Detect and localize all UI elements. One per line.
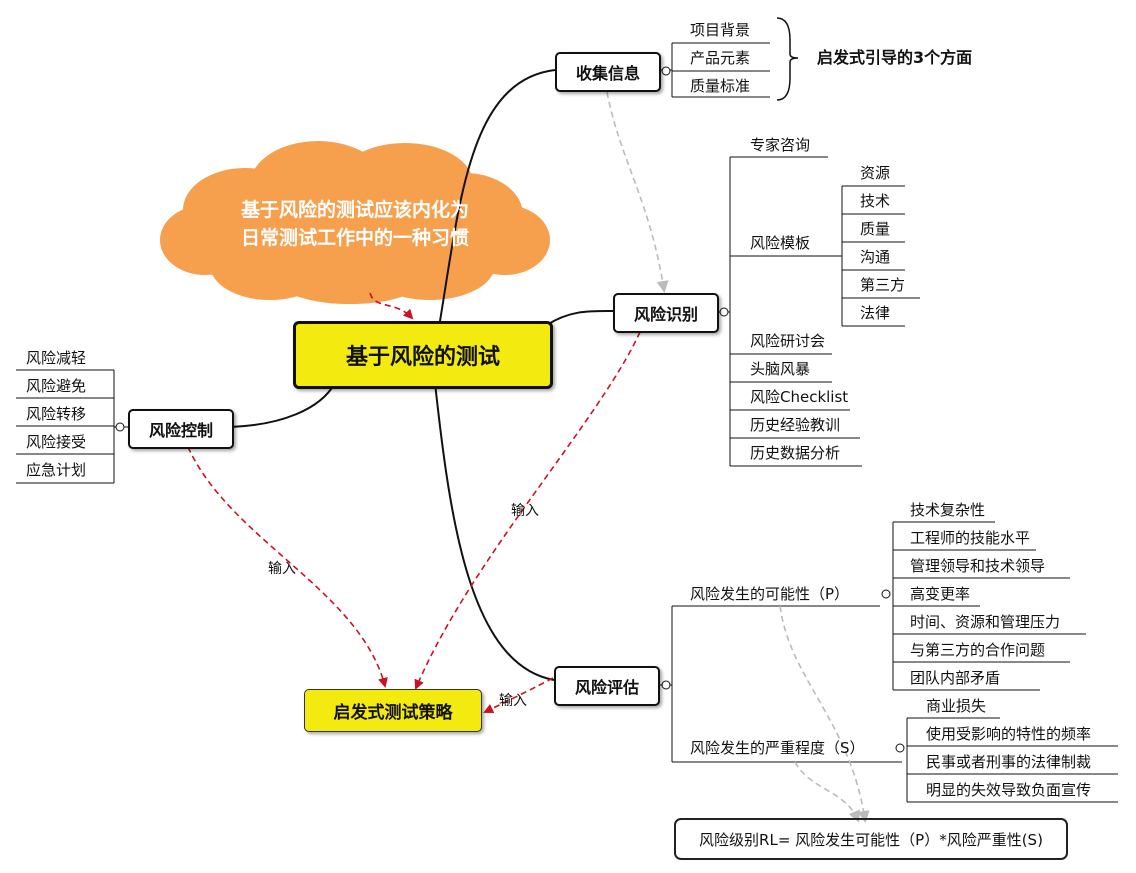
central-topic[interactable]: 基于风险的测试 — [293, 321, 553, 389]
brace-label: 启发式引导的3个方面 — [817, 48, 973, 67]
probability-to-formula-arrow — [779, 605, 870, 823]
severity-item-4: 明显的失效导致负面宣传 — [926, 781, 1092, 799]
template-item-2: 技术 — [860, 192, 891, 210]
risk-control-node[interactable]: 风险控制 — [128, 409, 234, 449]
heuristic-strategy-node[interactable]: 启发式测试策略 — [304, 689, 482, 732]
probability-item-4: 高变更率 — [910, 585, 971, 603]
cloud-to-central-arrow — [369, 292, 414, 320]
identify-item-6: 历史经验教训 — [750, 416, 841, 434]
collect-info-node[interactable]: 收集信息 — [555, 52, 661, 92]
edge-label-control-input: 输入 — [268, 561, 296, 577]
severity-label: 风险发生的严重程度（S） — [690, 739, 865, 757]
template-item-4: 沟通 — [860, 248, 891, 266]
risk-assess-node[interactable]: 风险评估 — [554, 666, 660, 706]
identify-item-4: 头脑风暴 — [750, 360, 811, 378]
risk-level-formula: 风险级别RL= 风险发生可能性（P）*风险严重性(S) — [674, 818, 1068, 860]
identify-item-2: 风险模板 — [750, 234, 811, 252]
control-to-strategy-arrow — [187, 446, 388, 688]
identify-item-7: 历史数据分析 — [750, 444, 841, 462]
collect-item-1: 项目背景 — [690, 21, 751, 39]
template-item-6: 法律 — [860, 304, 891, 322]
identify-item-5: 风险Checklist — [750, 388, 849, 406]
branch-to-identify — [546, 309, 614, 326]
collect-item-2: 产品元素 — [690, 49, 751, 67]
identify-to-strategy-arrow — [414, 331, 641, 690]
control-item-4: 风险接受 — [26, 433, 87, 451]
identify-item-1: 专家咨询 — [750, 136, 811, 154]
severity-to-formula-arrow — [794, 761, 860, 823]
template-item-5: 第三方 — [860, 276, 906, 294]
probability-item-6: 与第三方的合作问题 — [910, 641, 1046, 659]
probability-item-5: 时间、资源和管理压力 — [910, 613, 1061, 631]
template-item-3: 质量 — [860, 220, 891, 238]
risk-identify-node[interactable]: 风险识别 — [613, 293, 719, 333]
branch-curves — [230, 69, 614, 681]
branch-to-control — [230, 382, 336, 428]
probability-item-7: 团队内部矛盾 — [910, 669, 1001, 687]
severity-item-2: 使用受影响的特性的频率 — [926, 725, 1092, 743]
branch-to-assess — [434, 382, 555, 681]
control-item-2: 风险避免 — [26, 377, 87, 395]
severity-item-1: 商业损失 — [926, 697, 987, 715]
assess-lines — [660, 521, 1118, 803]
control-item-1: 风险减轻 — [26, 349, 87, 367]
probability-label: 风险发生的可能性（P） — [690, 585, 850, 603]
template-item-1: 资源 — [860, 164, 891, 182]
cloud-line-1: 基于风险的测试应该内化为 — [240, 199, 469, 221]
branch-to-collect — [439, 69, 556, 322]
cloud-shape — [160, 141, 550, 304]
collect-lines — [660, 17, 799, 101]
edge-label-assess-input: 输入 — [499, 693, 527, 709]
control-item-5: 应急计划 — [26, 461, 87, 479]
probability-item-3: 管理领导和技术领导 — [910, 557, 1046, 575]
edge-label-identify-input: 输入 — [511, 503, 539, 519]
control-lines — [16, 369, 128, 484]
cloud-line-2: 日常测试工作中的一种习惯 — [240, 227, 469, 249]
control-item-3: 风险转移 — [26, 405, 87, 423]
collect-item-3: 质量标准 — [690, 77, 751, 95]
collect-to-identify-arrow — [606, 91, 669, 293]
cloud-callout: 基于风险的测试应该内化为 日常测试工作中的一种习惯 — [185, 196, 525, 252]
severity-item-3: 民事或者刑事的法律制裁 — [926, 753, 1092, 771]
probability-item-2: 工程师的技能水平 — [910, 529, 1031, 547]
probability-item-1: 技术复杂性 — [910, 501, 986, 519]
identify-item-3: 风险研讨会 — [750, 332, 826, 350]
identify-lines — [718, 156, 920, 467]
